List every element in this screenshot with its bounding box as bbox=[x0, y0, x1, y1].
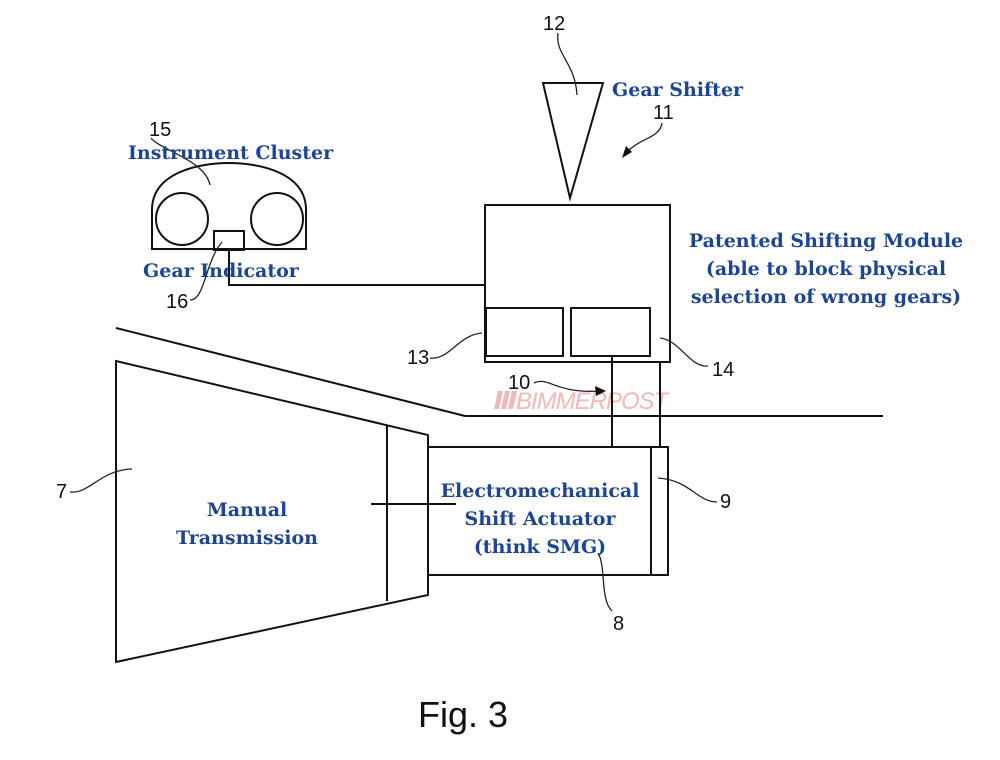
leader-10 bbox=[533, 380, 601, 392]
ref-8: 8 bbox=[613, 613, 624, 635]
leader-7 bbox=[69, 468, 133, 493]
ref-9: 9 bbox=[720, 491, 731, 513]
label-shifting-module-line1: Patented Shifting Module bbox=[689, 230, 963, 252]
leader-14 bbox=[659, 337, 709, 367]
ref-15: 15 bbox=[149, 119, 171, 141]
ref-13: 13 bbox=[407, 347, 429, 369]
label-shift-actuator-line2: Shift Actuator bbox=[465, 508, 617, 530]
ref-7: 7 bbox=[56, 481, 67, 503]
gear-shifter-shape bbox=[541, 82, 605, 202]
shifting-module-box bbox=[484, 204, 671, 363]
ref-14: 14 bbox=[712, 359, 734, 381]
figure-caption: Fig. 3 bbox=[418, 694, 508, 735]
indicator-wire bbox=[228, 250, 485, 286]
leader-8 bbox=[597, 552, 613, 612]
label-instrument-cluster: Instrument Cluster bbox=[128, 142, 334, 164]
ref-12: 12 bbox=[543, 13, 565, 35]
label-manual-transmission-line2: Transmission bbox=[176, 527, 318, 549]
module-unit-14 bbox=[570, 307, 651, 357]
leader-11 bbox=[626, 122, 663, 153]
watermark-text: BIMMERPOST bbox=[516, 388, 671, 415]
leader-12 bbox=[557, 32, 578, 96]
ref-16: 16 bbox=[166, 291, 188, 313]
leader-9 bbox=[657, 477, 718, 503]
ref-10: 10 bbox=[508, 372, 530, 394]
manual-transmission-shape bbox=[115, 359, 429, 664]
arrowhead-11 bbox=[622, 146, 632, 158]
housing-line bbox=[115, 327, 883, 417]
gear-indicator-box bbox=[213, 230, 245, 251]
label-shifting-module-line2: (able to block physical bbox=[706, 258, 946, 280]
label-gear-indicator: Gear Indicator bbox=[143, 260, 300, 282]
label-shifting-module-line3: selection of wrong gears) bbox=[691, 286, 961, 308]
leader-16 bbox=[189, 241, 223, 301]
label-shift-actuator-line3: (think SMG) bbox=[474, 536, 606, 558]
gauge-left bbox=[155, 192, 209, 246]
shift-actuator-box bbox=[427, 446, 669, 576]
label-shifting-module: Patented Shifting Module (able to block … bbox=[689, 230, 963, 308]
arrowhead-10 bbox=[595, 386, 606, 396]
gauge-right bbox=[250, 192, 304, 246]
label-gear-shifter: Gear Shifter bbox=[612, 79, 744, 101]
module-unit-13 bbox=[485, 307, 564, 357]
instrument-cluster-housing bbox=[151, 161, 307, 250]
ref-11: 11 bbox=[653, 102, 674, 124]
leader-13 bbox=[429, 332, 483, 359]
label-manual-transmission-line1: Manual bbox=[207, 499, 288, 521]
watermark: BIMMERPOST bbox=[494, 388, 672, 415]
leader-15 bbox=[150, 137, 211, 186]
label-shift-actuator-line1: Electromechanical bbox=[441, 480, 640, 502]
